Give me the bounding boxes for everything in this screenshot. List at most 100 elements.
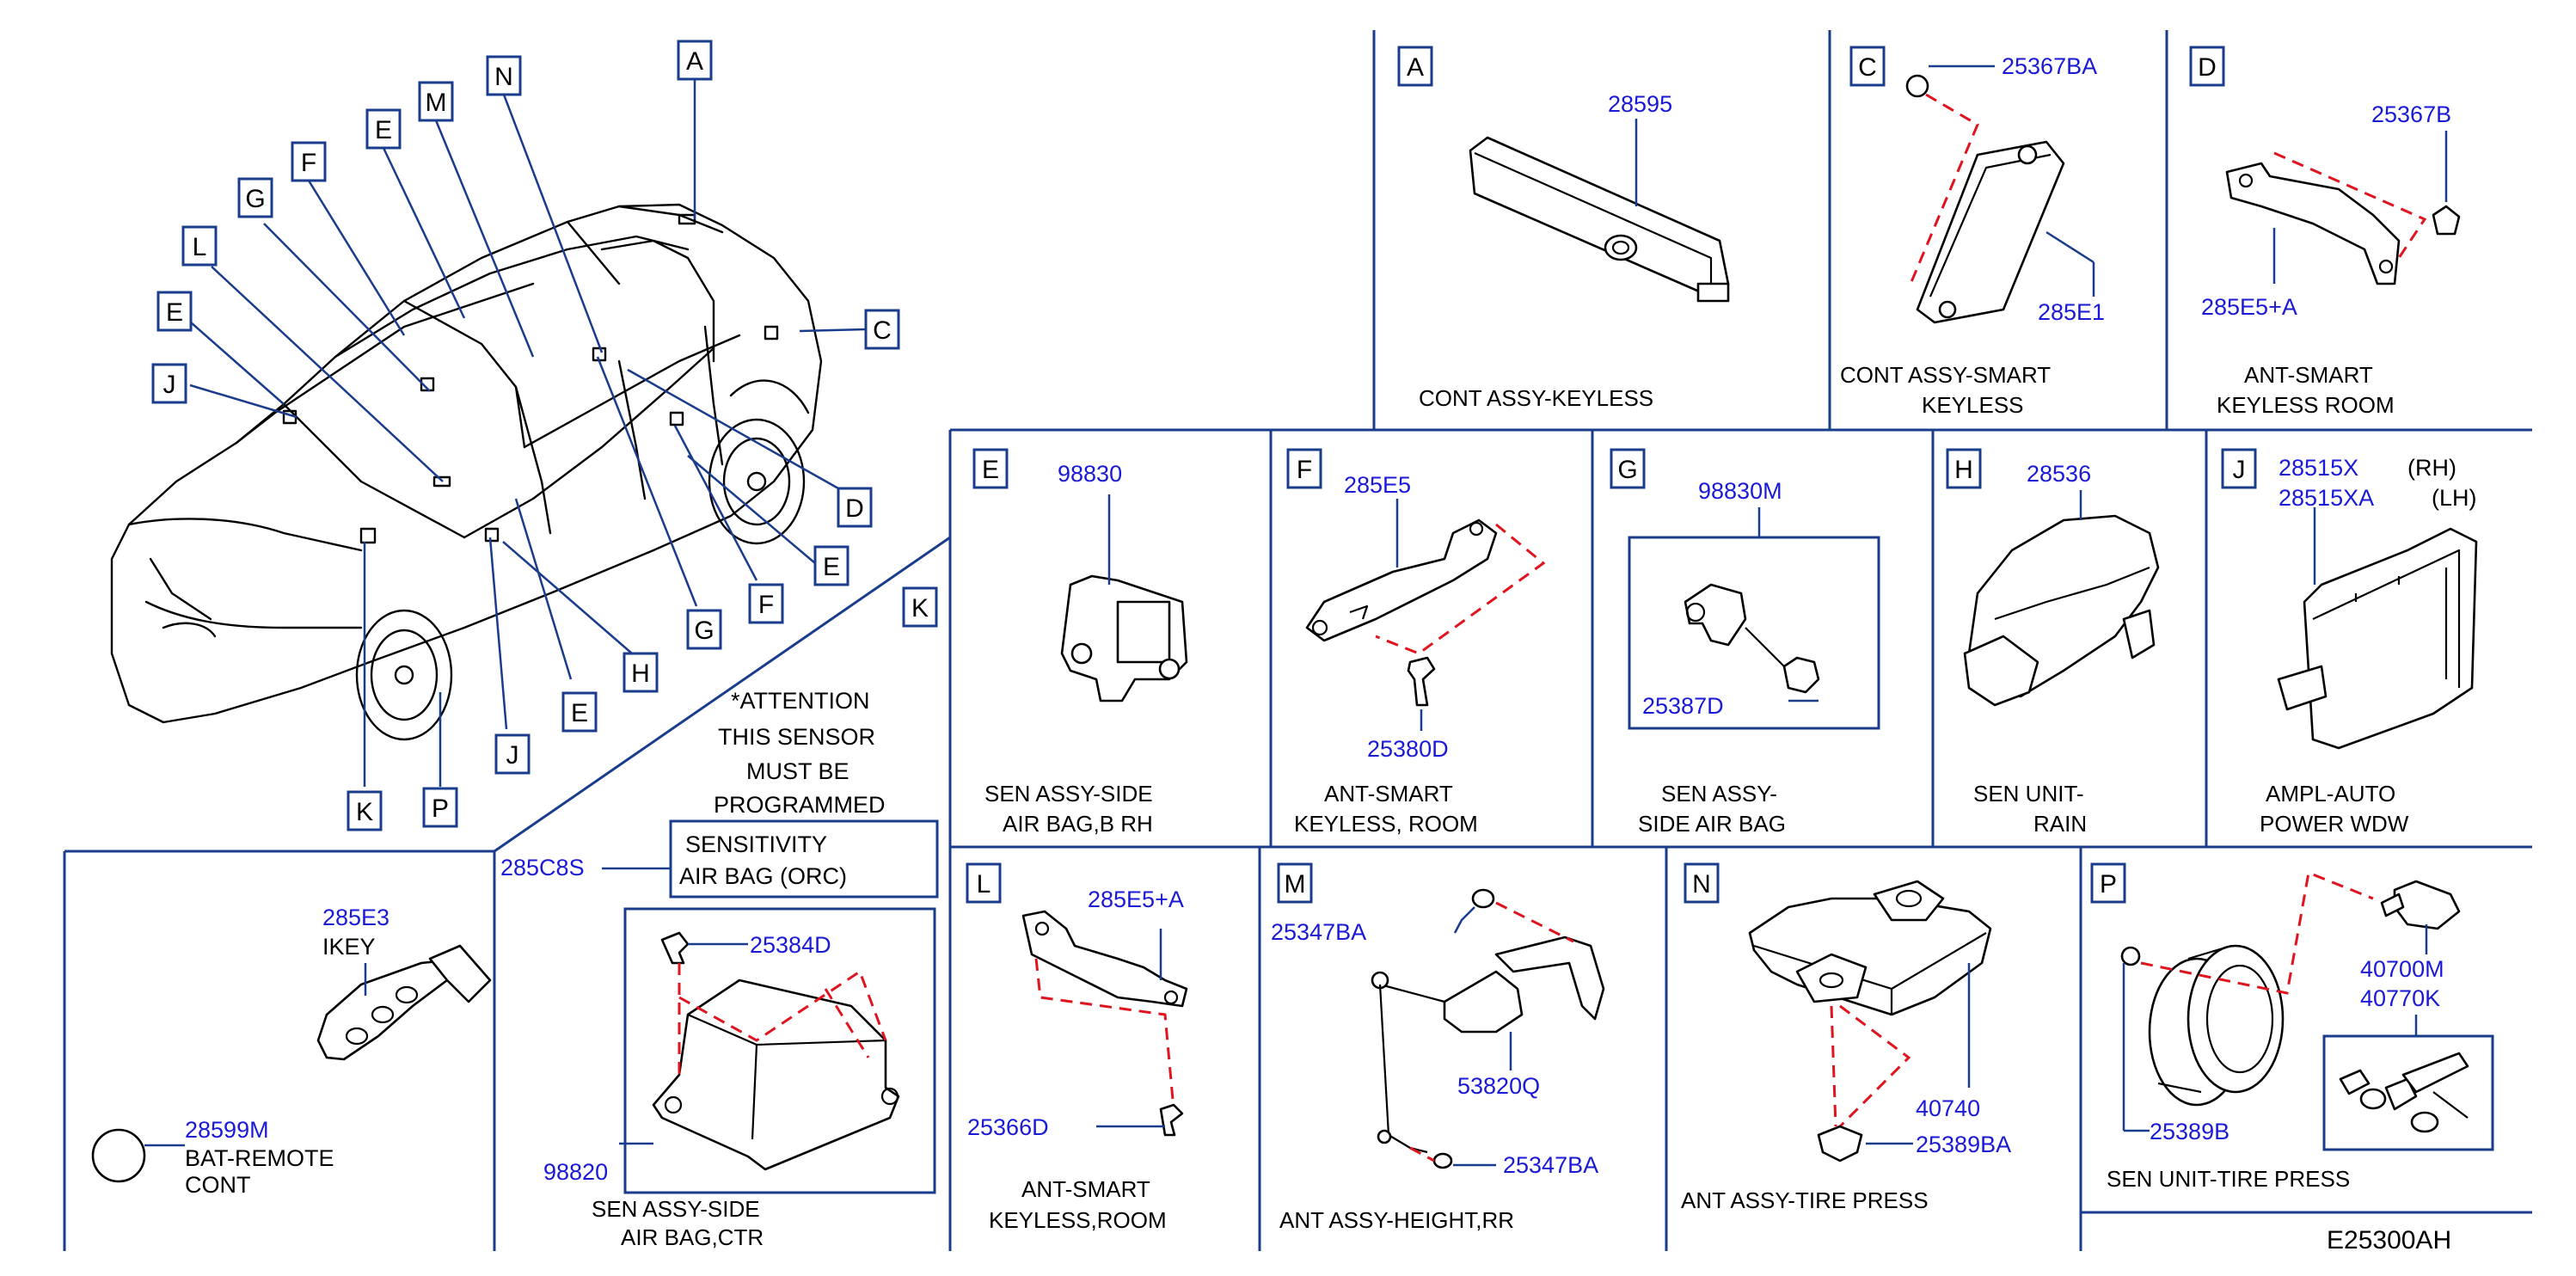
panel-H: H 28536 SEN UNIT- RAIN: [1946, 448, 2160, 837]
panel-M-desc: ANT ASSY-HEIGHT,RR: [1279, 1207, 1514, 1233]
callout-D: D: [845, 494, 864, 523]
panel-N-desc: ANT ASSY-TIRE PRESS: [1681, 1187, 1929, 1213]
panel-letter-N: N: [1692, 870, 1711, 899]
side-RH: (RH): [2407, 455, 2456, 481]
panel-K: 285E3 IKEY 28599M BAT-REMOTE CONT 25384D…: [91, 905, 936, 1250]
callout-G: G: [245, 185, 265, 213]
callout-E: E: [823, 553, 840, 581]
attention-note: *ATTENTION THIS SENSOR MUST BE PROGRAMME…: [500, 688, 939, 899]
callout-F: F: [301, 149, 316, 177]
panel-K-desc-1: SEN ASSY-SIDE: [592, 1196, 760, 1222]
panel-D-desc-1: ANT-SMART: [2244, 362, 2373, 388]
part-number-285E3: 285E3: [322, 905, 389, 930]
part-number-28515XA: 28515XA: [2279, 485, 2374, 511]
panel-L: L 285E5+A 25366D ANT-SMART KEYLESS,ROOM: [966, 862, 1188, 1233]
panel-D-desc-2: KEYLESS ROOM: [2217, 392, 2395, 418]
panel-H-desc-1: SEN UNIT-: [1973, 781, 2084, 807]
callout-F: F: [758, 591, 774, 619]
part-number-25387D: 25387D: [1642, 693, 1724, 719]
ikey-label: IKEY: [322, 934, 376, 960]
panel-E-desc-1: SEN ASSY-SIDE: [984, 781, 1153, 807]
callout-leaders: [189, 79, 867, 787]
attention-line-2: THIS SENSOR: [718, 724, 875, 750]
part-number-40700M: 40700M: [2360, 956, 2444, 982]
callout-M: M: [426, 89, 447, 117]
panel-C-desc-2: KEYLESS: [1922, 392, 2024, 418]
part-number-285E5-A-D: 285E5+A: [2201, 294, 2297, 320]
callout-J: J: [163, 371, 176, 399]
panel-N: N 40740 25389BA ANT ASSY-TIRE PRESS: [1681, 862, 2011, 1213]
part-number-98830M: 98830M: [1698, 478, 1782, 504]
part-number-25384D: 25384D: [750, 932, 831, 958]
panel-C-desc-1: CONT ASSY-SMART: [1840, 362, 2051, 388]
part-number-28595: 28595: [1608, 91, 1672, 117]
part-number-25389BA: 25389BA: [1916, 1132, 2011, 1157]
part-number-53820Q: 53820Q: [1457, 1073, 1540, 1099]
part-number-28515X: 28515X: [2279, 455, 2358, 481]
part-number-25366D: 25366D: [967, 1114, 1049, 1140]
panel-J: J 28515X (RH) 28515XA (LH) AMPL-AUTO POW…: [2221, 448, 2478, 837]
callout-P: P: [432, 794, 449, 823]
panel-C: C 25367BA 285E1 CONT ASSY-SMART KEYLESS: [1840, 46, 2105, 418]
panel-L-desc-1: ANT-SMART: [1021, 1176, 1150, 1202]
panel-frames: [63, 30, 2532, 1251]
callout-C: C: [873, 316, 892, 345]
part-number-25347BA-top: 25347BA: [1271, 919, 1366, 945]
attention-box-line-2: AIR BAG (ORC): [679, 863, 847, 889]
callout-E: E: [375, 116, 392, 144]
callout-N: N: [494, 63, 513, 91]
panel-letter-G: G: [1617, 456, 1637, 484]
panel-F-desc-2: KEYLESS, ROOM: [1294, 811, 1478, 837]
part-number-285E5-A-L: 285E5+A: [1088, 886, 1184, 912]
panel-G: G 98830M 25387D SEN ASSY- SIDE AIR BAG: [1610, 448, 1880, 837]
panel-letter-H: H: [1954, 456, 1973, 484]
panel-letter-L: L: [977, 870, 991, 899]
panel-J-desc-2: POWER WDW: [2260, 811, 2409, 837]
panel-P-desc: SEN UNIT-TIRE PRESS: [2107, 1166, 2350, 1192]
panel-F-desc-1: ANT-SMART: [1324, 781, 1453, 807]
panel-M: M 25347BA 53820Q 25347BA ANT ASSY-HEIGHT…: [1271, 862, 1605, 1233]
side-LH: (LH): [2432, 485, 2477, 511]
panel-G-desc-1: SEN ASSY-: [1661, 781, 1777, 807]
part-number-285C8S: 285C8S: [500, 855, 585, 880]
part-number-40770K: 40770K: [2360, 985, 2440, 1011]
panel-G-desc-2: SIDE AIR BAG: [1638, 811, 1786, 837]
panel-P: P 40700M 40770K 25389B SEN UNIT-TIRE PRE…: [2090, 862, 2494, 1192]
panel-A-desc: CONT ASSY-KEYLESS: [1419, 385, 1653, 411]
panel-E-desc-2: AIR BAG,B RH: [1003, 811, 1153, 837]
callout-E: E: [571, 699, 588, 727]
panel-J-desc-1: AMPL-AUTO: [2266, 781, 2395, 807]
callout-A: A: [686, 47, 703, 76]
callout-E: E: [166, 298, 183, 327]
part-number-285E1: 285E1: [2038, 299, 2105, 325]
panel-H-desc-2: RAIN: [2033, 811, 2087, 837]
attention-line-1: *ATTENTION: [731, 688, 870, 714]
callout-G: G: [694, 617, 714, 645]
part-number-98830: 98830: [1058, 461, 1122, 487]
part-number-25380D: 25380D: [1367, 736, 1449, 762]
panel-letter-J: J: [2233, 456, 2246, 484]
panel-letter-D: D: [2198, 53, 2217, 82]
panel-letter-P: P: [2100, 870, 2117, 899]
attention-line-4: PROGRAMMED: [714, 792, 886, 818]
bat-remote-label: BAT-REMOTE: [185, 1145, 334, 1171]
part-number-25389B: 25389B: [2150, 1119, 2229, 1144]
part-number-98820: 98820: [543, 1159, 608, 1185]
panel-letter-F: F: [1297, 456, 1312, 484]
panel-F: F 285E5 25380D ANT-SMART KEYLESS, ROOM: [1286, 448, 1546, 837]
panel-letter-C: C: [1858, 53, 1877, 82]
bat-remote-cont-label: CONT: [185, 1172, 251, 1198]
callout-K: K: [356, 798, 373, 826]
vehicle-illustration: [110, 203, 823, 741]
part-number-28536: 28536: [2027, 461, 2091, 487]
panel-L-desc-2: KEYLESS,ROOM: [989, 1207, 1167, 1233]
attention-box-line-1: SENSITIVITY: [685, 831, 827, 857]
panel-letter-E: E: [982, 456, 999, 484]
part-number-25367B: 25367B: [2371, 101, 2451, 127]
callout-L: L: [193, 233, 207, 261]
part-number-25347BA-bottom: 25347BA: [1503, 1152, 1598, 1178]
part-number-40740: 40740: [1916, 1095, 1980, 1121]
panel-A: A 28595 CONT ASSY-KEYLESS: [1397, 46, 1730, 411]
diagram-id: E25300AH: [2327, 1226, 2451, 1255]
